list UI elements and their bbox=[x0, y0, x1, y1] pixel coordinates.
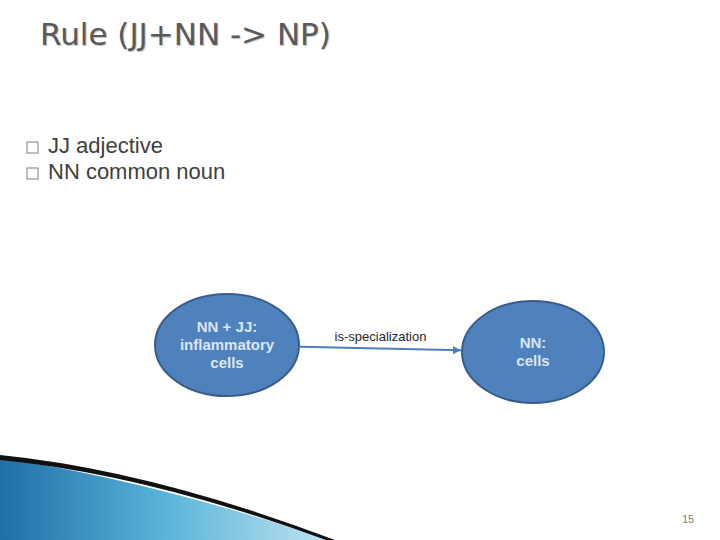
specialization-arrow bbox=[300, 347, 461, 351]
bullet-text: NN common noun bbox=[48, 159, 225, 185]
bullet-text: JJ adjective bbox=[48, 133, 163, 159]
bullet-box bbox=[27, 168, 38, 179]
swoosh-band bbox=[0, 458, 330, 540]
bullet-box bbox=[27, 142, 38, 153]
node-text: cells bbox=[516, 352, 549, 370]
node-text-block: NN:cells bbox=[516, 334, 549, 370]
node-text: NN: bbox=[520, 334, 547, 352]
concept-ellipse: NN:cells bbox=[461, 300, 605, 404]
node-text: inflammatory cells bbox=[180, 336, 274, 372]
edge-label: is-specialization bbox=[333, 329, 429, 344]
node-text-block: NN + JJ:inflammatory cells bbox=[180, 318, 274, 372]
swoosh-line bbox=[0, 455, 335, 540]
node-text: NN + JJ: bbox=[197, 318, 257, 336]
slide-title: Rule (JJ+NN -> NP) bbox=[40, 16, 331, 52]
concept-ellipse: NN + JJ:inflammatory cells bbox=[154, 293, 300, 397]
page-number: 15 bbox=[682, 513, 694, 525]
